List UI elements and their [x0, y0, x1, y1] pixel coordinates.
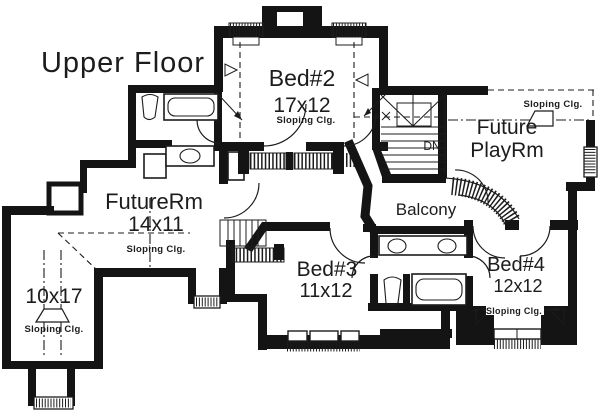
ceiling-lines: [34, 42, 596, 358]
stairs-direction-label: DN: [423, 139, 440, 153]
chase-box: [46, 181, 84, 216]
room-note-bed2: Sloping Clg.: [276, 115, 335, 126]
chimney-flue: [277, 12, 303, 26]
sink: [179, 148, 201, 164]
doors: [196, 103, 551, 279]
door-arc: [472, 225, 506, 259]
door-arc: [351, 255, 375, 279]
door-arc: [467, 255, 491, 279]
room-label-playrm-1: Future: [477, 116, 538, 139]
label-backing: [486, 304, 544, 315]
door-arc: [343, 113, 377, 147]
room-label-bed4: Bed#4: [487, 254, 545, 276]
windows: [33, 22, 598, 410]
room-label-bed2: Bed#2: [269, 65, 336, 91]
double-vanity: [378, 235, 468, 256]
slope-marker: [546, 308, 565, 326]
page-title: Upper Floor: [41, 47, 205, 79]
window: [193, 295, 221, 309]
room-note-playrm: Sloping Clg.: [523, 99, 582, 110]
door-arc: [223, 182, 260, 219]
door-arc: [196, 119, 221, 144]
stairs-secondary: [219, 219, 285, 263]
room-label-playrm-2: PlayRm: [470, 139, 544, 162]
room-size-bed4: 12x12: [493, 276, 542, 296]
attic-access-marker: [526, 110, 554, 127]
fixtures: [141, 93, 468, 306]
window: [287, 330, 308, 342]
toilet: [141, 93, 159, 121]
toilet: [383, 276, 402, 306]
vanity: [165, 145, 215, 167]
door-arc: [263, 103, 307, 147]
sink: [437, 238, 457, 254]
attic-access-marker: [34, 308, 71, 323]
room-label-futurerm: FutureRm: [105, 189, 203, 214]
angled-wall: [344, 139, 380, 236]
room-label-balcony: Balcony: [396, 200, 457, 219]
closet: [143, 153, 167, 179]
sink: [387, 238, 407, 254]
room-label-bed3: Bed#3: [297, 258, 358, 281]
slope-marker: [224, 63, 239, 77]
room-note-futurerm: Sloping Clg.: [126, 244, 185, 255]
room-size-futurerm: 14x11: [128, 213, 184, 236]
room-size-bonus: 10x17: [25, 285, 82, 308]
room-note-bonus: Sloping Clg.: [24, 324, 83, 335]
labels: Upper Floor Bed#2 17x12 Sloping Clg. Fut…: [24, 47, 582, 335]
room-note-bed4: Sloping Clg.: [486, 306, 542, 316]
railings: [238, 139, 520, 236]
door-arc: [519, 225, 551, 257]
stairs-main: [354, 94, 446, 174]
room-size-bed2: 17x12: [273, 94, 330, 117]
curved-railing: [450, 177, 520, 226]
slope-marker: [475, 308, 494, 326]
room-size-bed3: 11x12: [299, 280, 352, 302]
slope-marker: [354, 73, 369, 87]
